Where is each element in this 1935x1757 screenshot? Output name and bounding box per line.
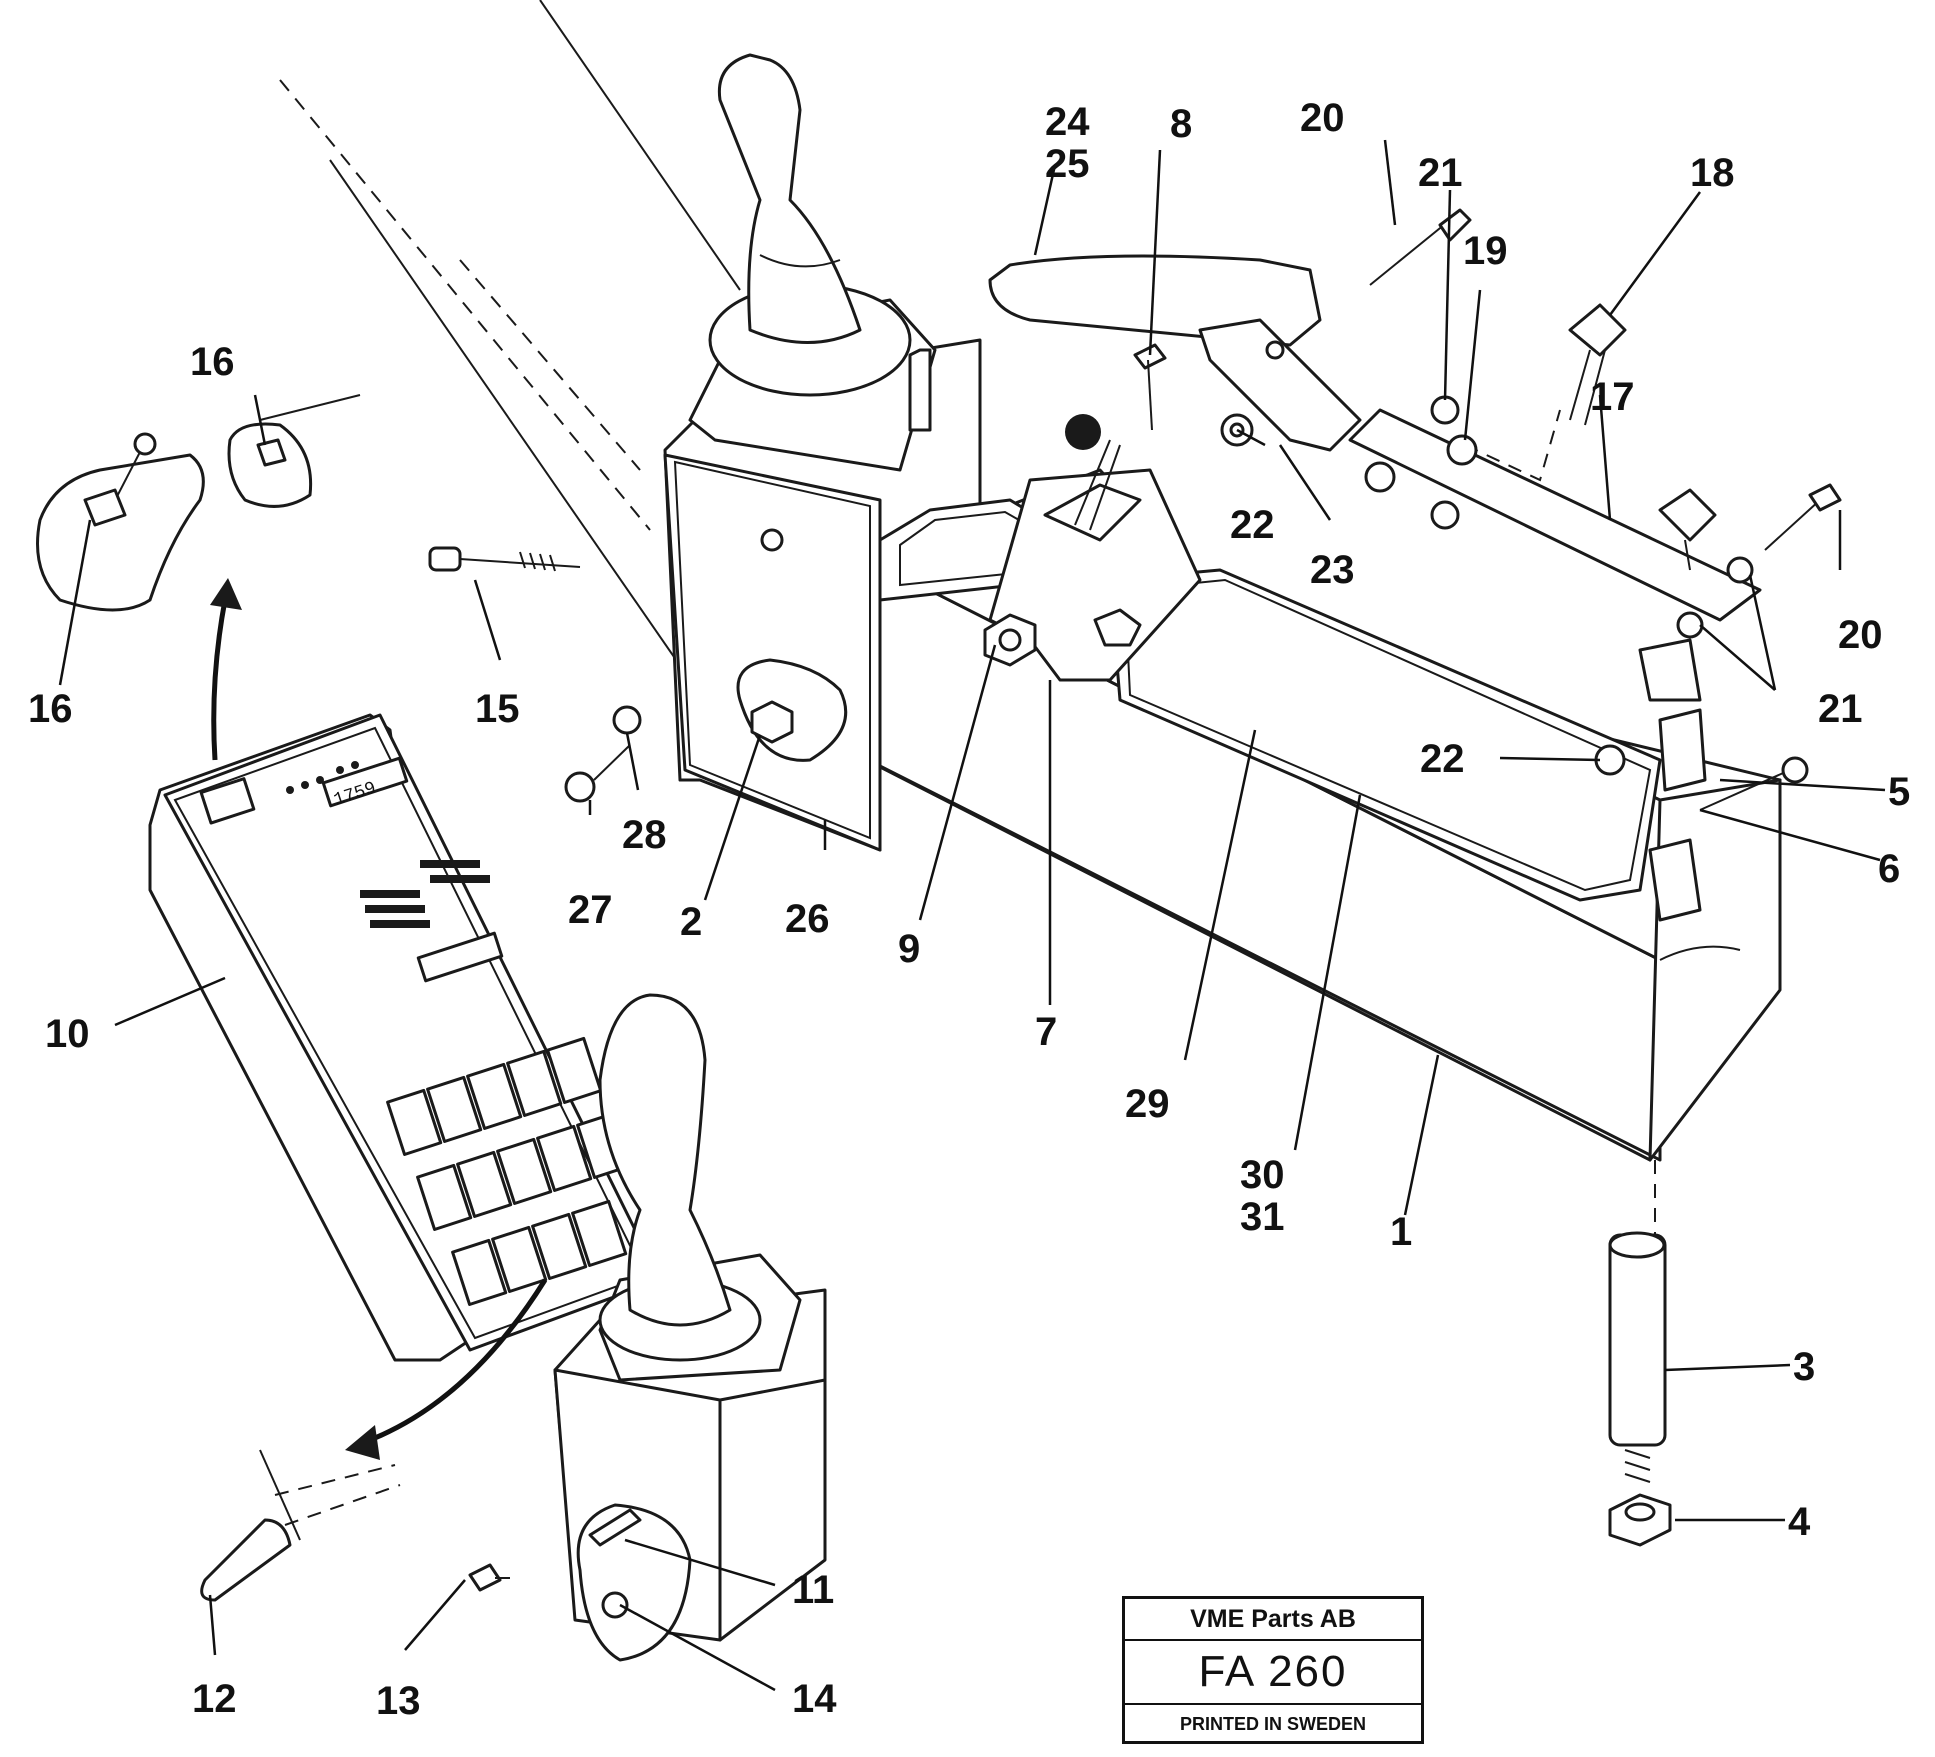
armrest-assembly [908,254,1362,452]
callout-29: 29 [1125,1082,1170,1126]
printed-note: PRINTED IN SWEDEN [1179,1714,1366,1734]
callout-13: 13 [376,1679,421,1723]
loose-fasteners [428,343,1167,803]
callout-10: 10 [45,1012,90,1056]
callout-22-right: 22 [1420,737,1465,781]
upper-joystick-assembly [663,53,982,852]
callout-31: 31 [1240,1195,1285,1239]
callout-8: 8 [1170,102,1192,146]
connector-detail [200,1449,401,1602]
callout-11: 11 [792,1568,834,1612]
bracket-arm [1348,208,1842,922]
clip-detail [36,394,361,612]
callout-4: 4 [1788,1500,1811,1544]
callout-6: 6 [1878,847,1900,891]
callout-14: 14 [792,1677,837,1721]
callout-24: 24 [1045,100,1090,144]
company-name: VME Parts AB [1125,1599,1421,1641]
callout-30: 30 [1240,1153,1285,1197]
callout-22-top: 22 [1230,503,1275,547]
callout-21-top: 21 [1418,151,1463,195]
callout-7: 7 [1035,1010,1057,1054]
title-block: VME Parts AB FA 260 PRINTED IN SWEDEN [1122,1596,1424,1744]
lower-joystick-assembly [468,993,827,1662]
support-pillar [1608,1160,1672,1547]
callout-5: 5 [1888,770,1910,814]
callout-16-top: 16 [190,340,235,384]
callout-17: 17 [1590,375,1635,419]
callout-27: 27 [568,888,613,932]
callout-15: 15 [475,687,520,731]
callout-21-right: 21 [1818,687,1863,731]
drawing-code: FA 260 [1125,1641,1421,1705]
callout-23: 23 [1310,548,1355,592]
callout-28: 28 [622,813,667,857]
callout-labels: 1 2 3 4 5 6 7 8 9 10 11 12 13 14 15 16 1… [28,96,1910,1723]
callout-18: 18 [1690,151,1735,195]
callout-25: 25 [1045,142,1090,186]
leader-lines [58,139,1886,1692]
callout-19: 19 [1463,229,1508,273]
detail-arrows [210,578,548,1460]
callout-3: 3 [1793,1345,1815,1389]
instrument-panel: 1759 [148,713,662,1362]
callout-2: 2 [680,900,702,944]
callout-20-right: 20 [1838,613,1883,657]
callout-20-top: 20 [1300,96,1345,140]
callout-26: 26 [785,897,830,941]
shift-lever-housing [878,414,1202,682]
callout-9: 9 [898,927,920,971]
guide-lines [279,0,741,681]
callout-16-bottom: 16 [28,687,73,731]
callout-1: 1 [1390,1210,1412,1254]
callout-12: 12 [192,1677,237,1721]
